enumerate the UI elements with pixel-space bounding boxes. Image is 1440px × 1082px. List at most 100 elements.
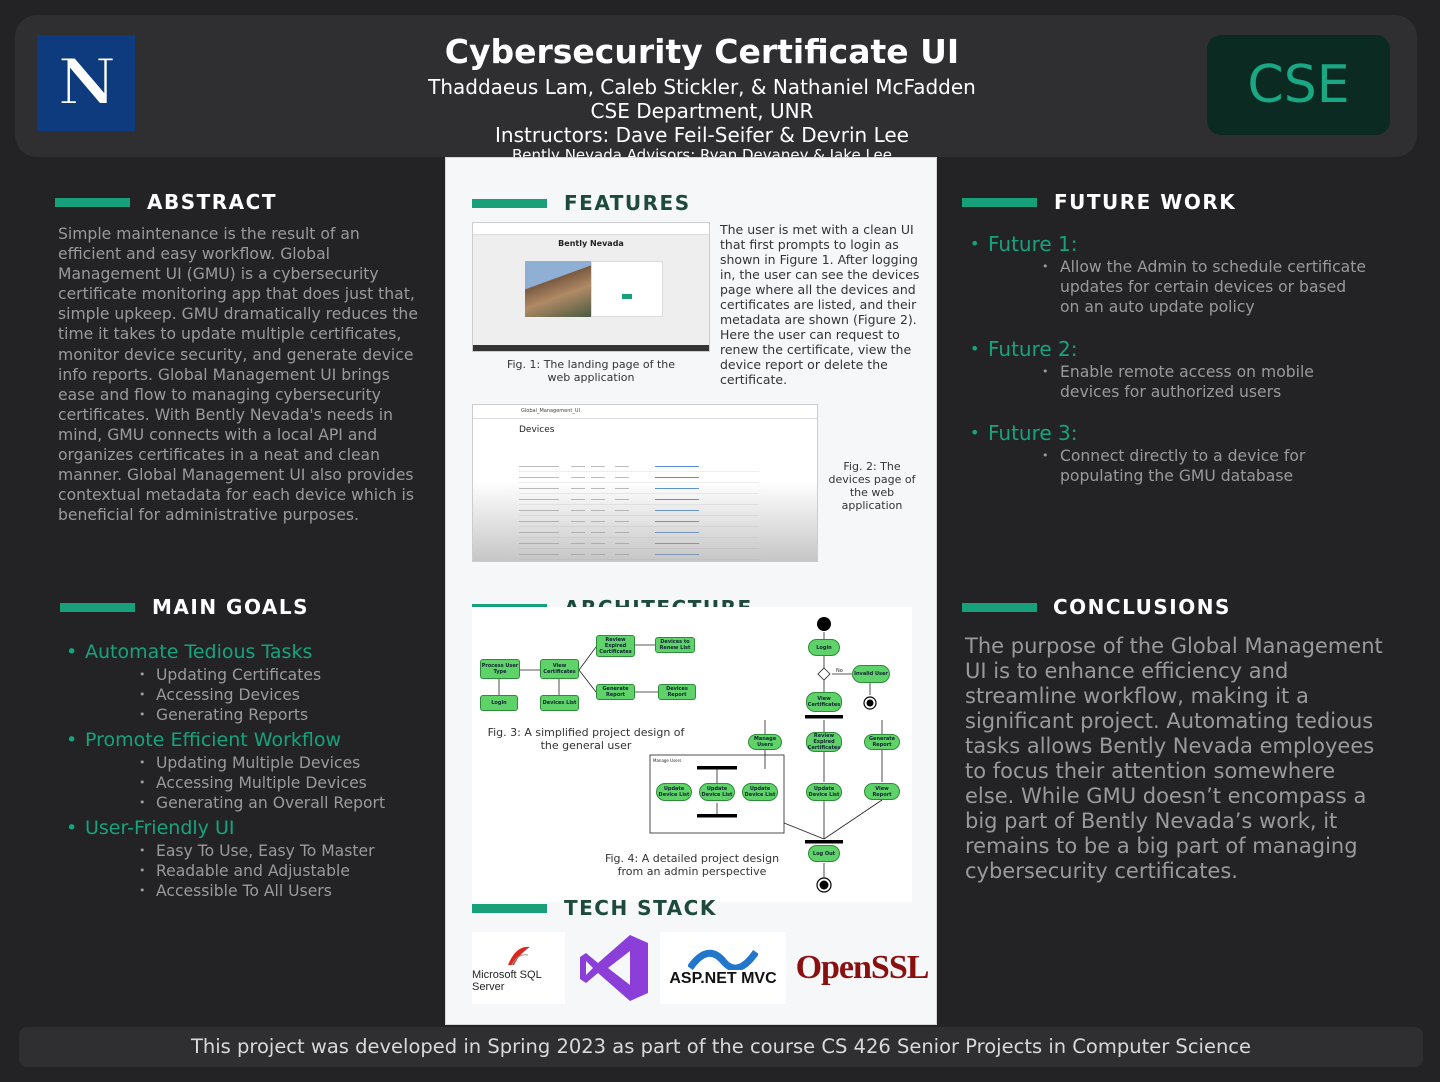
- building-image: [525, 261, 591, 317]
- fig1-caption: Fig. 1: The landing page of the web appl…: [506, 358, 676, 384]
- architecture-diagrams: Process User Type View Certificates Revi…: [472, 607, 912, 902]
- poster-title: Cybersecurity Certificate UI: [444, 32, 960, 71]
- flow-node: View Certificates: [540, 659, 579, 679]
- future-title: Future 3:: [970, 420, 1370, 446]
- goal-subitem: Accessing Multiple Devices: [139, 773, 436, 793]
- goal-title: Promote Efficient Workflow: [66, 728, 436, 753]
- flow-node: Generate Report: [596, 684, 635, 700]
- sql-server-icon: [507, 946, 530, 966]
- visual-studio-logo: [574, 932, 654, 1004]
- goal-subitem: Accessible To All Users: [139, 881, 436, 901]
- authors: Thaddaeus Lam, Caleb Stickler, & Nathani…: [428, 75, 976, 99]
- flow-node: Update Device List: [742, 783, 778, 801]
- goal-subitem: Generating an Overall Report: [139, 793, 436, 813]
- features-text: The user is met with a clean UI that fir…: [720, 222, 920, 387]
- future-work-list: Future 1: Allow the Admin to schedule ce…: [970, 231, 1370, 504]
- fig4-caption: Fig. 4: A detailed project design from a…: [604, 852, 780, 878]
- goal-subitem: Easy To Use, Easy To Master: [139, 841, 436, 861]
- visual-studio-icon: [580, 935, 648, 1001]
- main-goals-heading: MAIN GOALS: [60, 595, 309, 619]
- conclusions-heading: CONCLUSIONS: [962, 595, 1231, 619]
- flow-node: View Report: [864, 783, 900, 800]
- unr-logo: N: [37, 35, 135, 131]
- instructors: Instructors: Dave Feil-Seifer & Devrin L…: [495, 123, 909, 147]
- sql-server-logo: Microsoft SQL Server: [472, 932, 565, 1004]
- guard-label: No: [836, 668, 843, 674]
- flow-node: Log Out: [808, 845, 840, 862]
- goal-subitem: Updating Certificates: [139, 665, 436, 685]
- header-banner: Cybersecurity Certificate UI Thaddaeus L…: [15, 15, 1417, 164]
- flow-node: Review Expired Certificates: [596, 635, 635, 657]
- main-goals-list: Automate Tedious Tasks Updating Certific…: [66, 640, 436, 904]
- abstract-heading: ABSTRACT: [55, 190, 277, 214]
- heading-bar: [472, 198, 547, 208]
- flow-node: Invalid User: [852, 665, 890, 683]
- flow-node: Devices to Renew List: [655, 637, 695, 653]
- flow-node: Update Device List: [806, 783, 842, 801]
- heading-bar: [55, 197, 130, 207]
- abstract-text: Simple maintenance is the result of an e…: [58, 225, 418, 525]
- future-work-heading: FUTURE WORK: [962, 190, 1236, 214]
- diagram-connectors: [498, 617, 883, 893]
- goal-subitem: Accessing Devices: [139, 685, 436, 705]
- fig1-brand: Bently Nevada: [558, 239, 624, 248]
- table-row: [519, 461, 759, 472]
- future-text: Allow the Admin to schedule certificate …: [1042, 257, 1370, 318]
- goal-item: Promote Efficient Workflow Updating Mult…: [66, 728, 436, 813]
- heading-bar: [60, 602, 135, 612]
- fig2-title: Devices: [519, 425, 555, 435]
- flow-node: Login: [480, 695, 518, 711]
- future-item: Future 1: Allow the Admin to schedule ce…: [970, 231, 1370, 318]
- future-text: Connect directly to a device for populat…: [1042, 446, 1370, 486]
- future-text: Enable remote access on mobile devices f…: [1042, 362, 1370, 402]
- flow-node: Update Device List: [699, 783, 735, 801]
- dotnet-wave-icon: [688, 949, 758, 970]
- cse-logo: CSE: [1207, 35, 1390, 135]
- swimlane-label: Manage Users: [653, 758, 682, 763]
- fig1-footer: [473, 345, 709, 351]
- conclusions-text: The purpose of the Global Management UI …: [965, 634, 1383, 883]
- asp-net-label: ASP.NET MVC: [669, 970, 777, 987]
- flow-node: Update Device List: [656, 783, 692, 801]
- future-title: Future 2:: [970, 336, 1370, 362]
- department: CSE Department, UNR: [590, 99, 814, 123]
- center-panel: FEATURES Bently Nevada The user is met w…: [445, 157, 937, 1025]
- heading-bar: [962, 197, 1037, 207]
- goal-title: Automate Tedious Tasks: [66, 640, 436, 665]
- flow-node: Devices List: [540, 695, 579, 711]
- goal-item: Automate Tedious Tasks Updating Certific…: [66, 640, 436, 725]
- goal-item: User-Friendly UI Easy To Use, Easy To Ma…: [66, 816, 436, 901]
- asp-net-logo: ASP.NET MVC: [660, 932, 786, 1004]
- login-card: [591, 261, 663, 317]
- flow-node: View Certificates: [806, 692, 842, 712]
- flow-node: Devices Report: [658, 684, 696, 700]
- footer-note: This project was developed in Spring 202…: [19, 1027, 1423, 1067]
- heading-bar: [472, 903, 547, 913]
- future-title: Future 1:: [970, 231, 1370, 257]
- fig2-caption: Fig. 2: The devices page of the web appl…: [828, 460, 916, 512]
- figure-2-devices-page: Global_Management_UI Devices: [472, 404, 818, 562]
- goal-subitem: Generating Reports: [139, 705, 436, 725]
- flow-node: Generate Report: [864, 734, 900, 750]
- heading-bar: [962, 602, 1037, 612]
- flow-node: Review Expired Certificates: [806, 732, 842, 752]
- flow-node: Manage Users: [748, 734, 782, 750]
- flow-node: Login: [808, 639, 840, 656]
- future-item: Future 3: Connect directly to a device f…: [970, 420, 1370, 486]
- fig3-caption: Fig. 3: A simplified project design of t…: [487, 726, 685, 752]
- flow-node: Process User Type: [480, 659, 520, 679]
- tech-stack-heading: TECH STACK: [472, 896, 717, 920]
- fig2-fade: [473, 481, 817, 561]
- figure-1-landing-page: Bently Nevada: [472, 222, 710, 352]
- browser-bar: [473, 223, 709, 235]
- future-item: Future 2: Enable remote access on mobile…: [970, 336, 1370, 402]
- goal-subitem: Readable and Adjustable: [139, 861, 436, 881]
- goal-subitem: Updating Multiple Devices: [139, 753, 436, 773]
- login-button-thumb: [622, 294, 632, 299]
- sql-server-label: Microsoft SQL Server: [472, 969, 542, 993]
- goal-title: User-Friendly UI: [66, 816, 436, 841]
- fig2-nav: Global_Management_UI: [473, 405, 817, 419]
- openssl-label: OpenSSL: [795, 949, 930, 986]
- openssl-logo: OpenSSL: [792, 932, 932, 1004]
- features-heading: FEATURES: [472, 191, 691, 215]
